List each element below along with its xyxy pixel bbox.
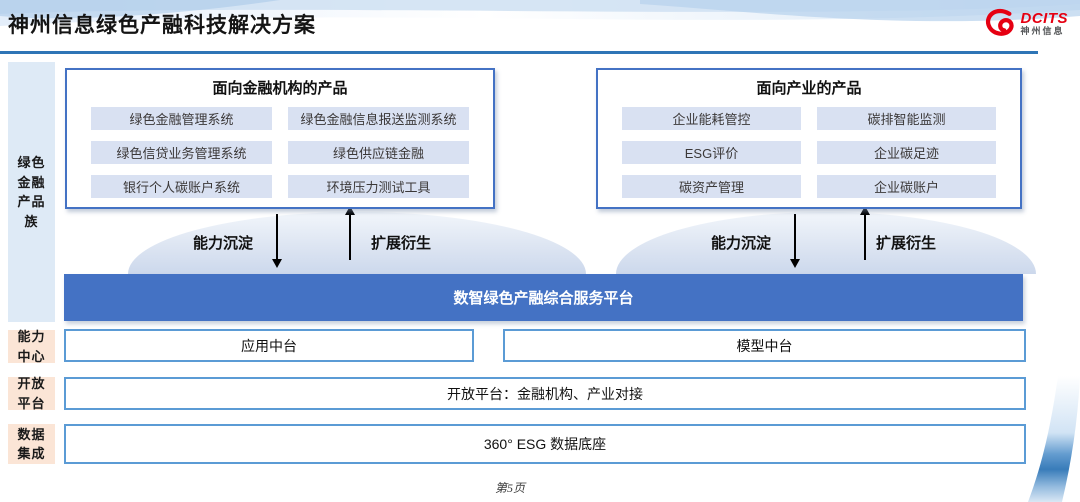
rail-capability-center: 能力中心: [8, 329, 55, 364]
flow-label-capability-sink: 能力沉淀: [193, 235, 254, 252]
flow-label-extend-derive: 扩展衍生: [371, 235, 432, 252]
product-item: 绿色信贷业务管理系统: [91, 141, 272, 164]
company-logo: DCITS 神州信息: [983, 8, 1069, 40]
rail-capability-label: 能力中心: [17, 329, 46, 364]
group-grid: 绿色金融管理系统 绿色金融信息报送监测系统 绿色信贷业务管理系统 绿色供应链金融…: [91, 107, 469, 198]
box-open-platform: 开放平台：金融机构、产业对接: [64, 377, 1026, 410]
product-item: ESG评价: [622, 141, 801, 164]
platform-bar: 数智绿色产融综合服务平台: [64, 274, 1023, 321]
rail-data-integration: 数据集成: [8, 424, 55, 464]
up-arrow-icon: [345, 206, 355, 260]
group-box-industry: 面向产业的产品 企业能耗管控 碳排智能监测 ESG评价 企业碳足迹 碳资产管理 …: [596, 68, 1022, 209]
rail-open-platform-label: 开放平台: [17, 376, 46, 411]
product-item: 企业能耗管控: [622, 107, 801, 130]
product-item: 环境压力测试工具: [288, 175, 469, 198]
product-item: 绿色金融信息报送监测系统: [288, 107, 469, 130]
product-item: 碳资产管理: [622, 175, 801, 198]
box-esg-data-base: 360° ESG 数据底座: [64, 424, 1026, 464]
up-arrow-icon: [860, 206, 870, 260]
down-arrow-icon: [272, 214, 282, 268]
product-item: 绿色金融管理系统: [91, 107, 272, 130]
page-number: 第5页: [494, 481, 525, 495]
dcits-swirl-icon: [985, 8, 1014, 36]
group-title: 面向产业的产品: [756, 80, 862, 97]
product-item: 企业碳账户: [817, 175, 996, 198]
group-box-financial-institutions: 面向金融机构的产品 绿色金融管理系统 绿色金融信息报送监测系统 绿色信贷业务管理…: [65, 68, 495, 209]
rail-green-finance-product-family: 绿色金融产品族: [8, 62, 55, 322]
dome-decoration-right: [616, 212, 1036, 274]
flow-label-extend-derive: 扩展衍生: [876, 235, 937, 252]
box-application-middle-platform: 应用中台: [64, 329, 474, 362]
product-item: 企业碳足迹: [817, 141, 996, 164]
flow-label-capability-sink: 能力沉淀: [711, 235, 772, 252]
box-model-middle-platform: 模型中台: [503, 329, 1026, 362]
group-title: 面向金融机构的产品: [212, 80, 348, 97]
top-wave-decoration: [0, 0, 1080, 26]
logo-brand-text: DCITS: [1020, 10, 1068, 28]
page-title: 神州信息绿色产融科技解决方案: [8, 14, 316, 37]
product-item: 绿色供应链金融: [288, 141, 469, 164]
corner-ribbon-decoration: [1028, 376, 1080, 502]
rail-data-integration-label: 数据集成: [17, 426, 46, 462]
group-grid: 企业能耗管控 碳排智能监测 ESG评价 企业碳足迹 碳资产管理 企业碳账户: [622, 107, 996, 198]
title-underline: [0, 51, 1038, 54]
logo-company-text: 神州信息: [1020, 26, 1065, 37]
rail-family-label: 绿色金融产品族: [17, 155, 46, 229]
rail-open-platform: 开放平台: [8, 376, 55, 411]
product-item: 银行个人碳账户系统: [91, 175, 272, 198]
down-arrow-icon: [790, 214, 800, 268]
product-item: 碳排智能监测: [817, 107, 996, 130]
